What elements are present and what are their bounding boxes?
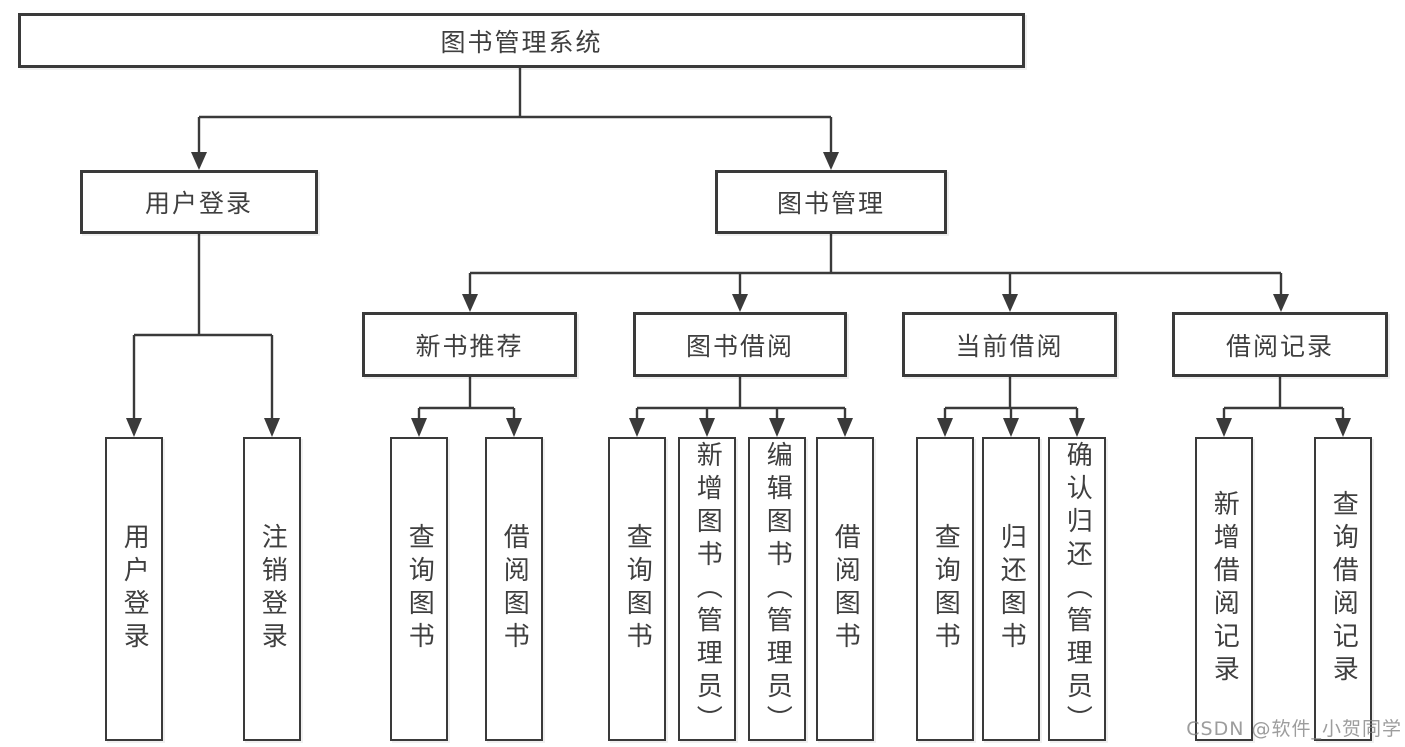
watermark: CSDN @软件_小贺同学 xyxy=(1186,718,1402,740)
node-root-system: 图书管理系统 xyxy=(18,13,1025,68)
leaf-add-books-admin: 新增图书（管理员） xyxy=(678,437,736,741)
leaf-edit-books-admin: 编辑图书（管理员） xyxy=(748,437,806,741)
connector-borrow-records-split xyxy=(1222,377,1345,423)
connector-new-book-split xyxy=(417,377,516,423)
leaf-logout: 注销登录 xyxy=(243,437,301,741)
connector-book-management-split xyxy=(468,234,1283,298)
leaf-borrow-query-books: 查询图书 xyxy=(608,437,666,741)
leaf-recommend-borrow-books: 借阅图书 xyxy=(485,437,543,741)
leaf-recommend-query-books: 查询图书 xyxy=(390,437,448,741)
connector-current-borrow-split xyxy=(943,377,1079,423)
leaf-add-borrow-record: 新增借阅记录 xyxy=(1195,437,1253,741)
connector-book-borrow-split xyxy=(635,377,847,423)
leaf-current-query-books: 查询图书 xyxy=(916,437,974,741)
node-book-management: 图书管理 xyxy=(715,170,947,234)
node-borrow-records: 借阅记录 xyxy=(1172,312,1388,377)
node-book-borrow: 图书借阅 xyxy=(633,312,847,377)
arrowheads xyxy=(126,152,1351,437)
leaf-query-borrow-record: 查询借阅记录 xyxy=(1314,437,1372,741)
node-user-login: 用户登录 xyxy=(80,170,318,234)
leaf-confirm-return-admin: 确认归还（管理员） xyxy=(1048,437,1106,741)
node-current-borrow: 当前借阅 xyxy=(902,312,1117,377)
leaf-user-login: 用户登录 xyxy=(105,437,163,741)
connector-user-login-split xyxy=(132,234,274,423)
leaf-borrow-borrow-books: 借阅图书 xyxy=(816,437,874,741)
node-new-book-recommend: 新书推荐 xyxy=(362,312,577,377)
leaf-return-books: 归还图书 xyxy=(982,437,1040,741)
connector-root-bus xyxy=(197,68,833,156)
